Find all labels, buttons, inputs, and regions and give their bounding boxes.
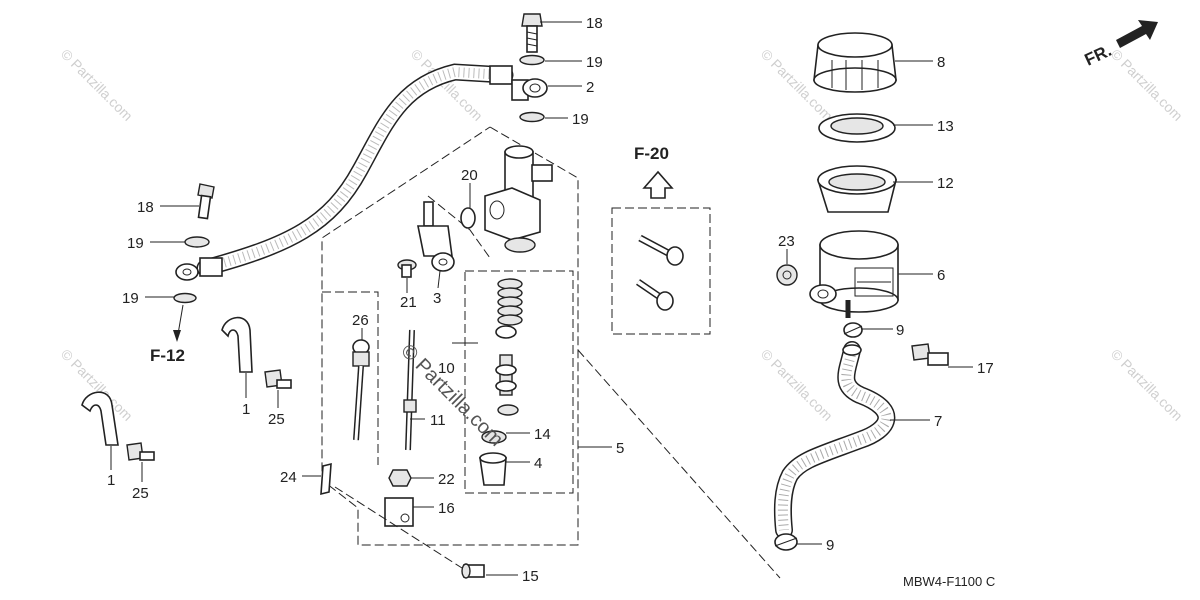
bolt-25-upper <box>264 369 292 389</box>
f20-bolt-b <box>636 279 674 311</box>
bracket-1-lower <box>81 391 119 446</box>
washer-19-left-b <box>173 292 197 304</box>
leader-lines <box>110 21 973 576</box>
front-arrow-icon <box>1116 20 1158 48</box>
callout-23: 23 <box>778 233 795 250</box>
screw-21 <box>397 259 417 278</box>
callout-9-upper: 9 <box>896 322 904 339</box>
callout-3: 3 <box>433 290 441 307</box>
callout-24: 24 <box>280 469 297 486</box>
diaphragm-12 <box>816 165 898 213</box>
callout-25-upper: 25 <box>268 411 285 428</box>
ref-f20: F-20 <box>634 144 669 163</box>
callout-19-left-b: 19 <box>122 290 139 307</box>
callout-2: 2 <box>586 79 594 96</box>
watermark-tile: © Partzilla.com <box>758 346 836 424</box>
diaphragm-plate-13 <box>818 113 896 143</box>
connector-3 <box>417 201 455 272</box>
watermark-tile: © Partzilla.com <box>58 346 136 424</box>
diagram-code: MBW4-F1100 C <box>903 574 995 589</box>
callout-22: 22 <box>438 471 455 488</box>
callout-16: 16 <box>438 500 455 517</box>
master-cylinder-outline <box>321 126 579 546</box>
nut-22 <box>388 469 412 487</box>
brake-hose <box>175 63 514 281</box>
callout-10: 10 <box>438 360 455 377</box>
grommet-23 <box>776 264 798 286</box>
callout-9-lower: 9 <box>826 537 834 554</box>
reservoir-hose-7 <box>773 341 896 539</box>
watermark-main: © Partzilla.com <box>396 340 507 451</box>
watermark-tile: © Partzilla.com <box>58 46 136 124</box>
callout-25-lower: 25 <box>132 485 149 502</box>
master-cylinder-body <box>484 145 553 253</box>
callout-5: 5 <box>616 440 624 457</box>
callout-4: 4 <box>534 455 542 472</box>
bolt-18-upper <box>521 13 543 53</box>
callout-26: 26 <box>352 312 369 329</box>
hose-fitting-upper <box>489 65 513 85</box>
callout-18-lower: 18 <box>137 199 154 216</box>
bolt-25-lower <box>126 442 155 461</box>
callout-12: 12 <box>937 175 954 192</box>
ref-f12: F-12 <box>150 346 185 365</box>
f20-box <box>611 207 711 335</box>
callout-18-upper: 18 <box>586 15 603 32</box>
clip-9-upper <box>843 322 863 338</box>
callout-20: 20 <box>461 167 478 184</box>
bolt-18-lower <box>197 183 215 220</box>
washer-19-upper-a <box>519 54 545 66</box>
hose-fitting-lower <box>199 257 223 277</box>
clip-9-lower <box>774 533 798 551</box>
circlip-14 <box>481 430 507 444</box>
bolt-17 <box>911 343 949 366</box>
reservoir-6 <box>809 230 899 318</box>
callout-1-upper: 1 <box>242 401 250 418</box>
callouts: 18 19 2 19 8 13 12 23 6 9 17 7 9 18 19 1… <box>107 15 994 585</box>
watermark-tiles: © Partzilla.com © Partzilla.com © Partzi… <box>58 46 1186 424</box>
rod-11 <box>403 329 417 451</box>
front-marker-label: FR. <box>1082 41 1115 70</box>
callout-1-lower: 1 <box>107 472 115 489</box>
callout-11: 11 <box>430 412 446 429</box>
piston-kit-box <box>464 270 574 494</box>
piston <box>495 354 517 396</box>
f12-arrow-icon <box>173 330 181 342</box>
pin-15 <box>461 563 485 579</box>
callout-6: 6 <box>937 267 945 284</box>
watermark-tile: © Partzilla.com <box>1108 346 1186 424</box>
washer-19-upper-b <box>519 111 545 123</box>
bracket-1-upper <box>221 316 253 373</box>
clevis-16 <box>384 497 414 527</box>
callout-19-upper-a: 19 <box>586 54 603 71</box>
joint-2 <box>511 78 548 101</box>
callout-13: 13 <box>937 118 954 135</box>
reservoir-cap-8 <box>813 32 897 93</box>
cup-secondary <box>497 404 519 416</box>
cup-primary <box>495 325 517 339</box>
callout-14: 14 <box>534 426 551 443</box>
f20-bolt-a <box>638 234 684 266</box>
callout-8: 8 <box>937 54 945 71</box>
watermark-tile: © Partzilla.com <box>1108 46 1186 124</box>
banjo-lower <box>175 263 199 281</box>
o-ring-20 <box>460 207 476 229</box>
callout-21: 21 <box>400 294 417 311</box>
callout-17: 17 <box>977 360 994 377</box>
washer-19-left-a <box>184 236 210 248</box>
callout-19-left-a: 19 <box>127 235 144 252</box>
callout-15: 15 <box>522 568 539 585</box>
callout-19-upper-b: 19 <box>572 111 589 128</box>
push-rod-26 <box>352 339 370 441</box>
f20-arrow <box>642 170 674 199</box>
spring <box>497 278 523 326</box>
cotter-pin-24 <box>320 462 332 496</box>
callout-7: 7 <box>934 413 942 430</box>
